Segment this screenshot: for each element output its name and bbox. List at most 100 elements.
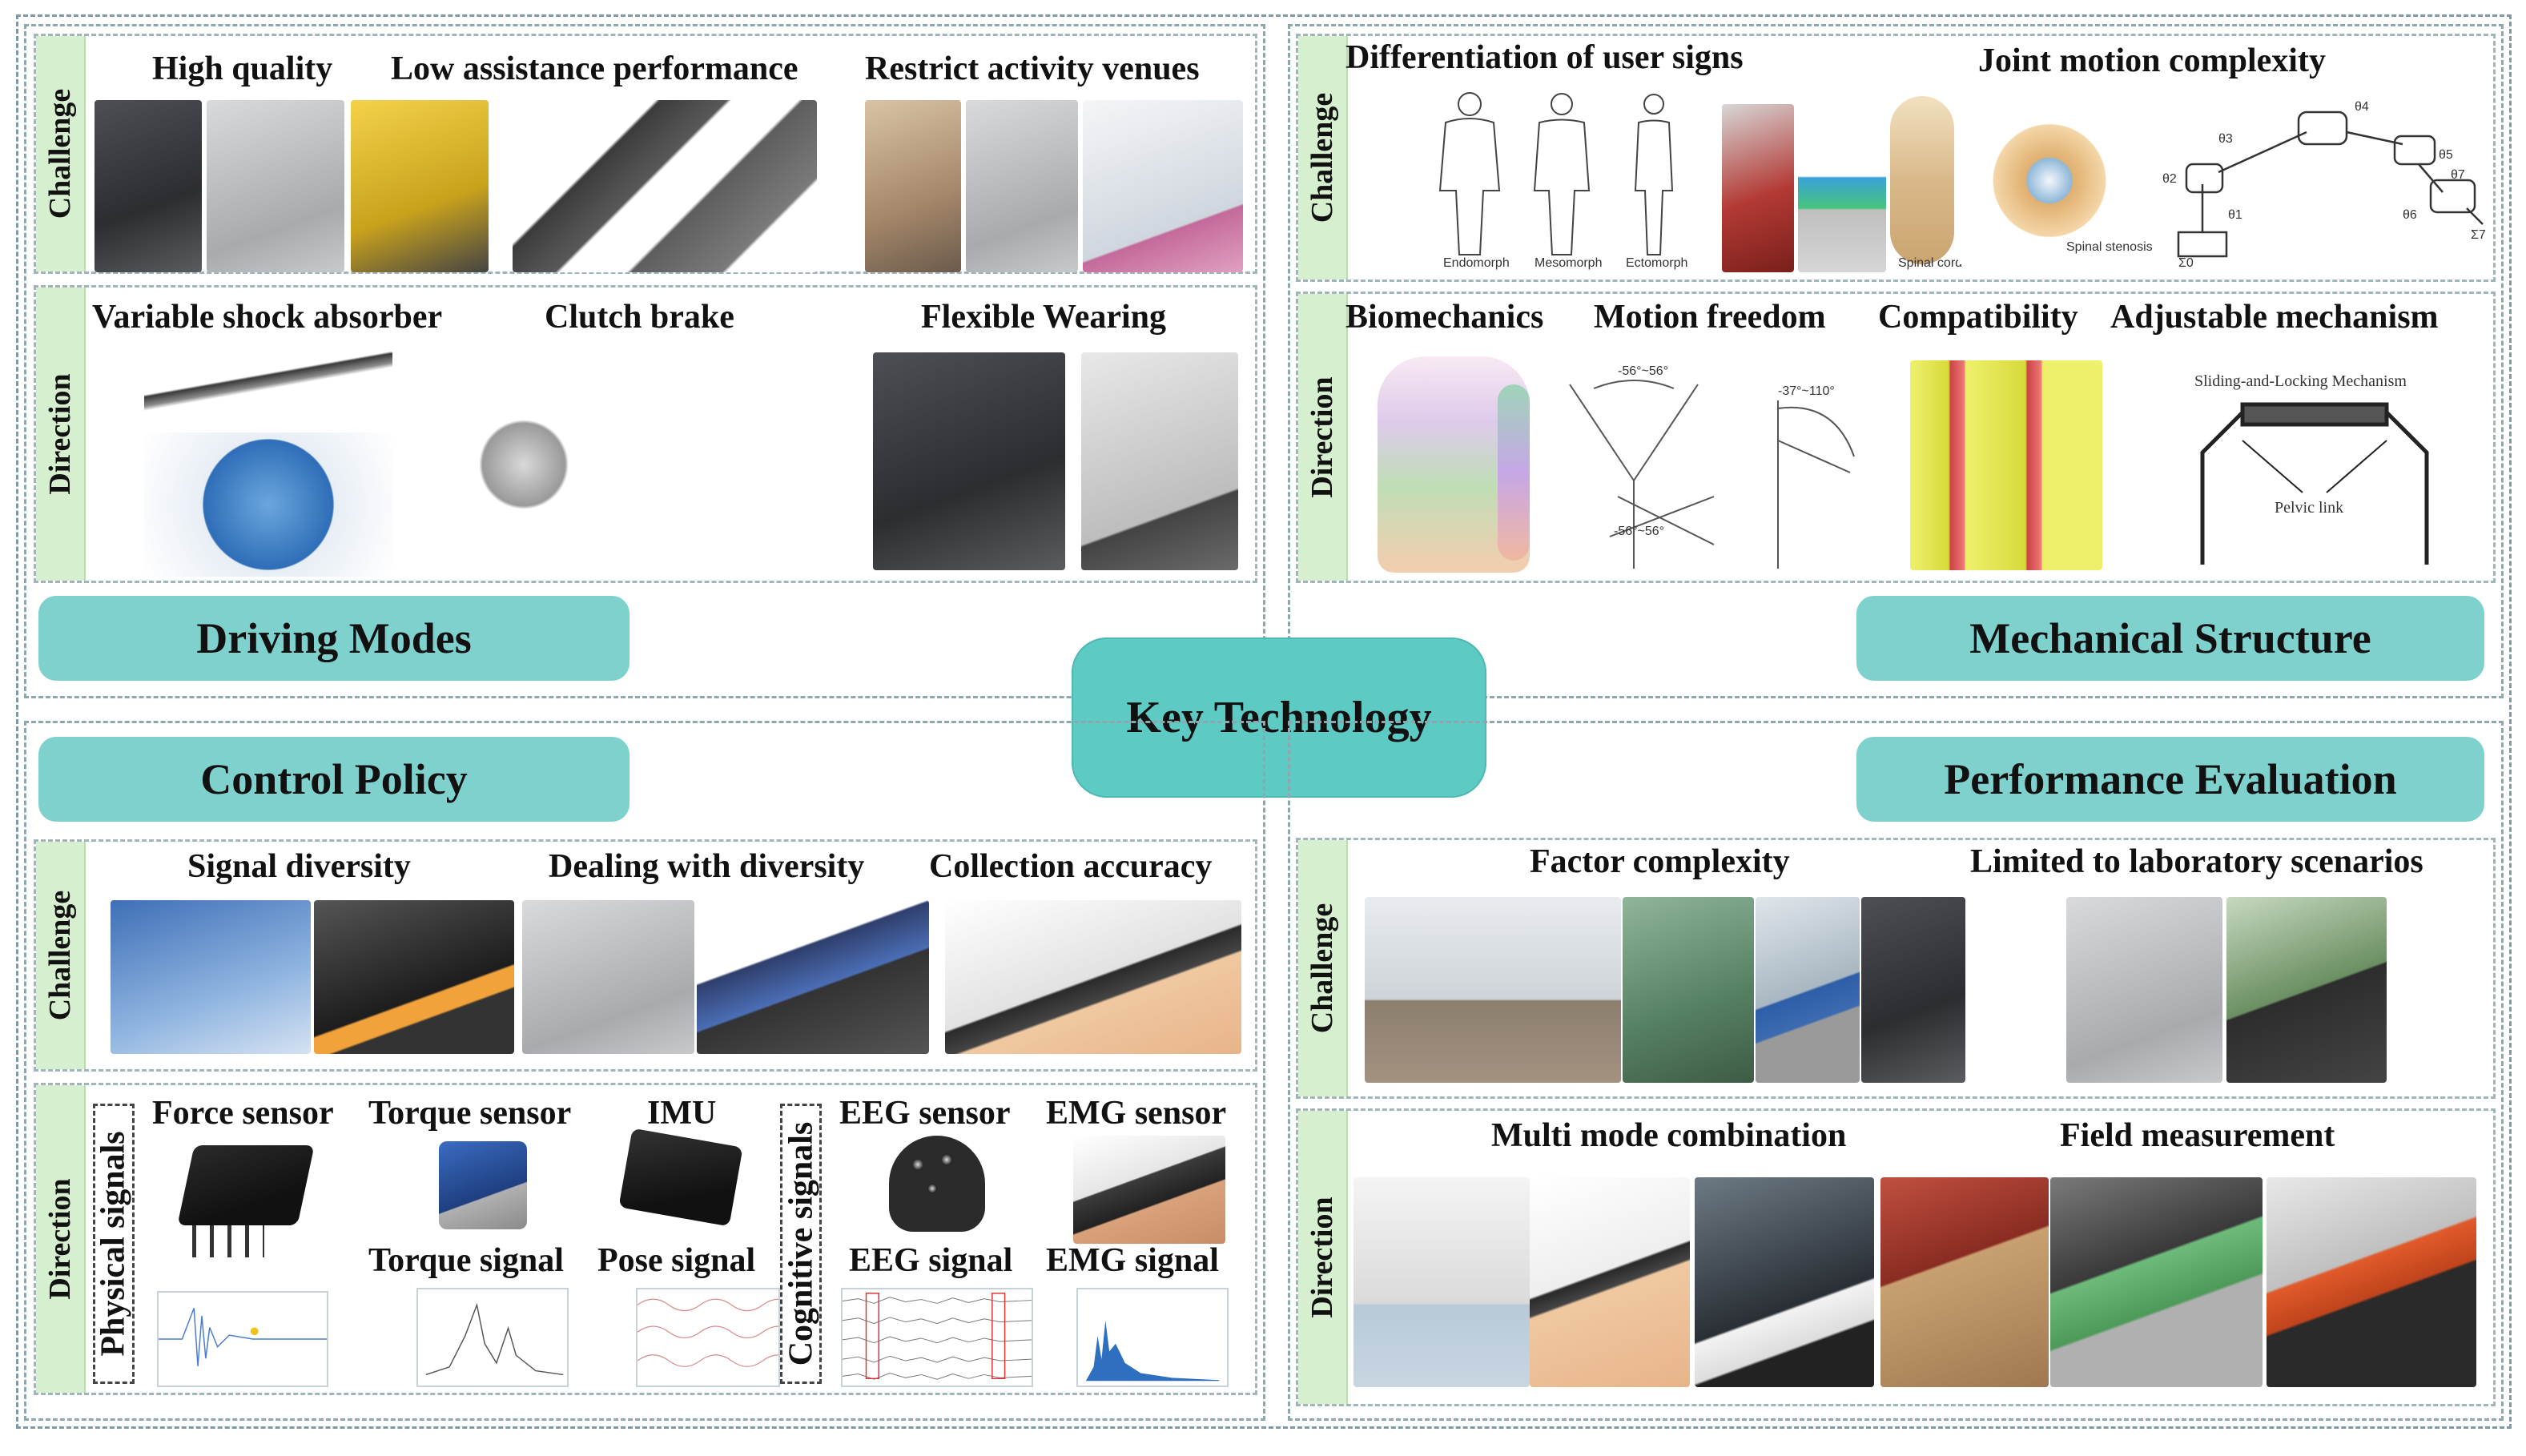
direction-tab: Direction	[1298, 294, 1348, 581]
body-type-figures: Endomorph Mesomorph Ectomorph	[1426, 86, 1698, 271]
label-clutch-brake: Clutch brake	[545, 299, 734, 336]
control-policy-section	[24, 721, 1265, 1421]
lifting-photo	[1623, 897, 1754, 1083]
treadmill-photo	[2226, 897, 2387, 1083]
label-eeg-signal: EEG signal	[849, 1242, 1013, 1279]
label-factor-complexity: Factor complexity	[1530, 843, 1790, 880]
mechanical-structure-section	[1288, 24, 2504, 698]
spinal-stenosis-image	[1958, 112, 2110, 264]
venue-photo	[1083, 100, 1243, 272]
spine-side-image	[1498, 384, 1530, 561]
eeg-signal-plot	[841, 1288, 1033, 1387]
exoskeleton-back-photo	[1861, 897, 1965, 1083]
label-restrict-activity-venues: Restrict activity venues	[865, 50, 1200, 87]
driving-modes-section	[24, 24, 1265, 698]
performance-evaluation-title: Performance Evaluation	[1856, 737, 2484, 822]
ectomorph-label: Ectomorph	[1626, 256, 1688, 270]
mechanical-structure-title: Mechanical Structure	[1856, 596, 2484, 681]
compatibility-cad-image	[1910, 360, 2102, 570]
walking-photo	[1756, 897, 1860, 1083]
shock-absorber-photo	[144, 351, 392, 423]
angle-label: -56°~56°	[1618, 364, 1669, 378]
walking-figure	[1722, 104, 1794, 272]
label-imu: IMU	[647, 1095, 717, 1132]
field-photo	[2267, 1177, 2476, 1387]
control-policy-title: Control Policy	[38, 737, 629, 822]
flexible-wearing-photo	[873, 352, 1065, 570]
outer-frame	[16, 14, 2512, 1429]
label-high-quality: High quality	[152, 50, 333, 87]
spinal-stenosis-label: Spinal stenosis	[2066, 240, 2153, 254]
glove-photo	[314, 900, 514, 1054]
label-pose-signal: Pose signal	[597, 1242, 756, 1279]
eeg-cap-image	[889, 1136, 985, 1232]
label-low-assistance-performance: Low assistance performance	[391, 50, 798, 87]
label-eeg-sensor: EEG sensor	[839, 1095, 1011, 1132]
challenge-tab: Challenge	[36, 842, 86, 1069]
venue-photo	[865, 100, 961, 272]
pose-signal-plot	[636, 1288, 780, 1387]
sliding-locking-label: Sliding-and-Locking Mechanism	[2194, 372, 2407, 390]
label-adjustable-mechanism: Adjustable mechanism	[2110, 299, 2439, 336]
challenge-tab: Challenge	[1298, 36, 1348, 280]
force-signal-plot	[157, 1291, 328, 1387]
force-sensor-pins	[192, 1225, 264, 1257]
venue-photo	[966, 100, 1078, 272]
force-sensor-image	[177, 1145, 315, 1225]
exoskeleton-photo	[95, 100, 202, 272]
theta-4-label: θ4	[2355, 100, 2369, 114]
theta-2-label: θ2	[2162, 172, 2177, 186]
label-compatibility: Compatibility	[1878, 299, 2078, 336]
label-flexible-wearing: Flexible Wearing	[921, 299, 1167, 336]
label-joint-motion-complexity: Joint motion complexity	[1978, 42, 2326, 79]
emg-signal-plot	[1076, 1288, 1229, 1387]
endomorph-label: Endomorph	[1443, 256, 1510, 270]
adjustable-mechanism-diagram: Sliding-and-Locking Mechanism Pelvic lin…	[2154, 364, 2475, 573]
label-collection-accuracy: Collection accuracy	[929, 848, 1213, 885]
flexible-wearing-photo	[1081, 352, 1238, 570]
emg-device-photo	[1530, 1177, 1690, 1387]
joint-kinematic-diagram: θ3 θ4 θ2 θ1 θ5 θ6 θ7 Σ7 Σ0	[2162, 88, 2491, 272]
challenge-tab: Challenge	[1298, 840, 1348, 1096]
direction-tab: Direction	[1298, 1111, 1348, 1404]
acquisition-system-photo	[697, 900, 929, 1054]
treadmill-photo	[2066, 897, 2222, 1083]
stairs-diagram	[1798, 112, 1886, 272]
theta-1-label: θ1	[2228, 208, 2242, 222]
label-emg-sensor: EMG sensor	[1046, 1095, 1227, 1132]
label-field-measurement: Field measurement	[2060, 1117, 2335, 1154]
label-signal-diversity: Signal diversity	[187, 848, 411, 885]
label-torque-sensor: Torque sensor	[368, 1095, 572, 1132]
emg-device-photo	[945, 900, 1241, 1054]
torque-sensor-image	[439, 1141, 527, 1229]
label-motion-freedom: Motion freedom	[1594, 299, 1826, 336]
mesomorph-label: Mesomorph	[1535, 256, 1603, 270]
challenge-tab: Challenge	[36, 36, 86, 271]
label-torque-signal: Torque signal	[368, 1242, 564, 1279]
cognitive-signals-box: Cognitive signals	[780, 1104, 822, 1384]
direction-tab: Direction	[36, 288, 86, 581]
label-variable-shock-absorber: Variable shock absorber	[92, 299, 443, 336]
angle-label: -56°~56°	[1614, 525, 1665, 538]
exoskeleton-photo	[351, 100, 489, 272]
shock-absorber-photo	[144, 432, 392, 577]
lab-room-photo	[1365, 897, 1621, 1083]
theta-7-label: θ7	[2451, 168, 2465, 182]
torque-signal-plot	[416, 1288, 569, 1387]
direction-tab: Direction	[36, 1085, 86, 1393]
label-force-sensor: Force sensor	[152, 1095, 334, 1132]
motion-freedom-diagram: -56°~56° -56°~56° -37°~110°	[1538, 352, 1874, 577]
motion-capture-photo	[1354, 1177, 1530, 1387]
field-photo	[2050, 1177, 2263, 1387]
spinal-cord-label: Spinal cord	[1898, 256, 1963, 270]
label-multi-mode-combination: Multi mode combination	[1491, 1117, 1847, 1154]
lab-equipment-photo	[522, 900, 694, 1054]
theta-3-label: θ3	[2218, 132, 2233, 146]
spine-image	[1890, 96, 1954, 264]
clutch-brake-photo	[453, 352, 849, 577]
key-technology-center: Key Technology	[1072, 638, 1486, 798]
performance-evaluation-section	[1288, 721, 2504, 1421]
springs-photo	[513, 100, 817, 272]
pelvic-link-label: Pelvic link	[2275, 499, 2344, 517]
label-limited-to-laboratory-scenarios: Limited to laboratory scenarios	[1970, 843, 2423, 880]
